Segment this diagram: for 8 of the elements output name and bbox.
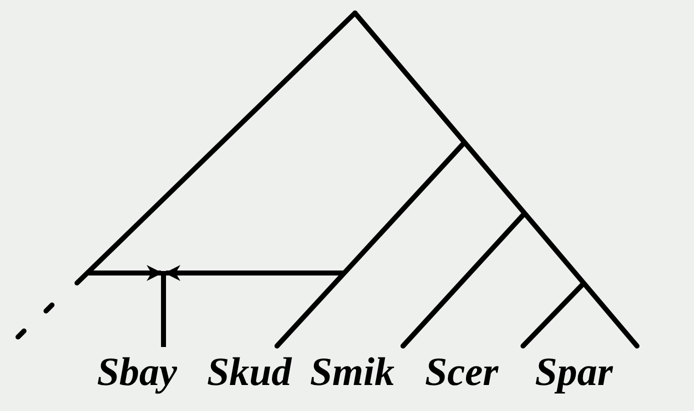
gene-flow-arrow xyxy=(164,265,345,281)
species-label: Skud xyxy=(207,352,292,392)
lineage-stem xyxy=(161,271,166,347)
species-label: Smik xyxy=(310,352,394,392)
gene-flow-arrow xyxy=(88,265,163,281)
species-label: Spar xyxy=(535,352,613,392)
species-label: Sbay xyxy=(97,352,177,392)
species-label: Scer xyxy=(425,352,498,392)
